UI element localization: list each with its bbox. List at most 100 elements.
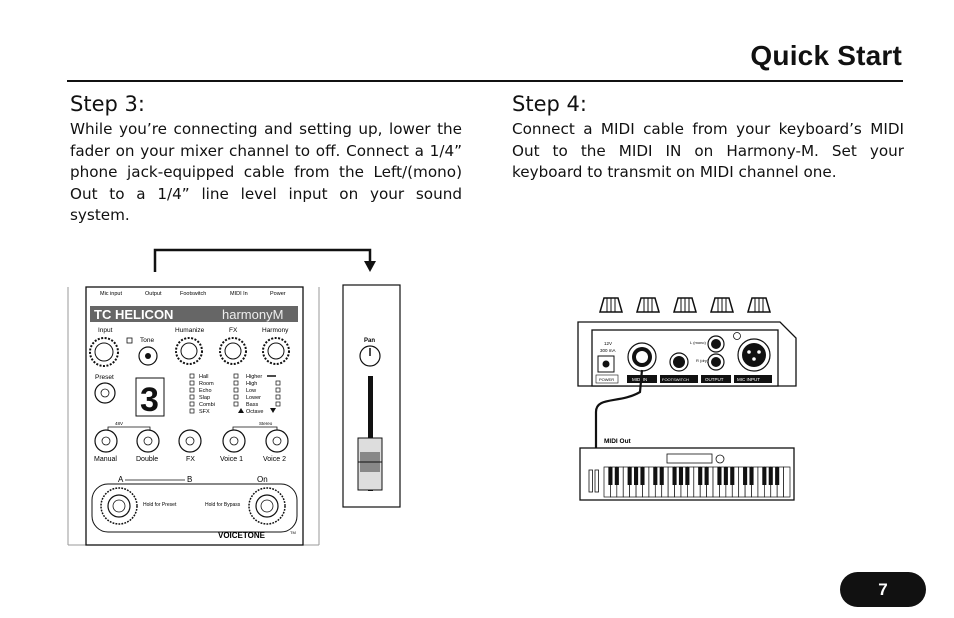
page-title: Quick Start: [750, 40, 902, 71]
black-key: [640, 467, 645, 485]
page-number-badge: 7: [840, 572, 926, 607]
pan-label: Pan: [364, 338, 375, 344]
button-label: Double: [136, 456, 158, 463]
black-key: [634, 467, 639, 485]
footswitch-b-label: B: [187, 475, 192, 484]
voice2-button: [265, 429, 289, 453]
model-logo: harmonyM: [222, 307, 283, 322]
jack-label: R (dry): [696, 358, 709, 363]
midi-out-label: MIDI Out: [604, 438, 632, 445]
panel-label: OUTPUT: [705, 377, 724, 382]
power-spec: 300 mA: [600, 348, 616, 353]
black-key: [775, 467, 780, 485]
knob-label: Harmony: [262, 327, 289, 334]
step3-body: While you’re connecting and setting up, …: [70, 120, 462, 224]
fx-button: [178, 429, 202, 453]
svg-text:Echo: Echo: [199, 388, 212, 394]
connector-label: Output: [145, 291, 162, 297]
manual-button: [94, 429, 118, 453]
keyboard-keys: [603, 466, 791, 498]
black-key: [672, 467, 677, 485]
black-key: [743, 467, 748, 485]
harmony-m-rear: 12V 300 mA L (mono) R (dry) POWER MIDI I…: [577, 297, 797, 387]
panel-label: FOOTSWITCH: [662, 377, 689, 382]
footswitch-panel: [91, 483, 298, 533]
footswitch-on-label: On: [257, 475, 268, 484]
white-key: [783, 466, 791, 498]
svg-text:Low: Low: [246, 388, 256, 394]
knob-label: Tone: [140, 337, 154, 344]
midi-cable: [594, 369, 644, 448]
title-rule: [67, 80, 903, 82]
hold-bypass-label: Hold for Bypass: [205, 502, 241, 508]
black-key: [653, 467, 658, 485]
svg-text:High: High: [246, 381, 257, 387]
black-key: [608, 467, 613, 485]
mixer-channel: Pan: [342, 284, 401, 508]
knob-label: Input: [98, 327, 113, 334]
keyboard-display: [666, 453, 713, 464]
voicetone-logo: VOICETONE: [218, 531, 266, 540]
midi-keyboard: MIDI Out: [579, 438, 795, 501]
footswitch-a-label: A: [118, 475, 124, 484]
button-label: Voice 1: [220, 456, 243, 463]
harmony-list: Higher High Low Lower Bass Octave: [233, 373, 281, 415]
svg-text:Hall: Hall: [199, 374, 208, 380]
panel-label: MIDI IN: [632, 377, 647, 382]
double-button: [136, 429, 160, 453]
black-key: [723, 467, 728, 485]
jack-label: L (mono): [690, 340, 707, 345]
preset-label: Preset: [95, 374, 114, 381]
preset-digit: 3: [140, 381, 159, 419]
black-key: [698, 467, 703, 485]
black-key: [730, 467, 735, 485]
power-spec: 12V: [604, 341, 612, 346]
black-key: [685, 467, 690, 485]
connector-label: Mic input: [100, 291, 122, 297]
svg-text:Room: Room: [199, 381, 214, 387]
connector-label: Power: [270, 291, 286, 297]
svg-text:Higher: Higher: [246, 374, 262, 380]
stereo-label: Stereo: [259, 421, 273, 426]
black-key: [678, 467, 684, 485]
knob-label: Humanize: [175, 327, 205, 334]
connector-label: Footswitch: [180, 291, 206, 297]
black-key: [614, 467, 619, 485]
panel-label: POWER: [599, 377, 614, 382]
button-label: Manual: [94, 456, 117, 463]
preset-display: [135, 377, 165, 417]
svg-text:Combi: Combi: [199, 402, 215, 408]
svg-text:Slap: Slap: [199, 395, 210, 401]
brand-logo: TC HELICON: [94, 307, 173, 322]
hold-preset-label: Hold for Preset: [143, 502, 177, 508]
black-key: [768, 467, 773, 485]
cable-arrow: [364, 261, 376, 272]
black-key: [717, 467, 722, 485]
black-key: [659, 467, 664, 485]
svg-text:Octave: Octave: [246, 409, 263, 415]
fx-list: Hall Room Echo Slap Combi SFX: [189, 373, 215, 415]
brand-bar: [90, 306, 298, 322]
audio-cable: [153, 248, 372, 272]
knob-label: FX: [229, 327, 238, 334]
trademark: TM: [290, 530, 296, 535]
svg-text:Lower: Lower: [246, 395, 261, 401]
button-label: Voice 2: [263, 456, 286, 463]
svg-text:Bass: Bass: [246, 402, 258, 408]
black-key: [762, 467, 767, 485]
voice1-button: [222, 429, 246, 453]
svg-text:SFX: SFX: [199, 409, 210, 415]
black-key: [627, 467, 632, 485]
fader-track: [368, 376, 373, 491]
black-key: [749, 467, 754, 485]
preset-button: [94, 382, 116, 404]
button-label: FX: [186, 456, 195, 463]
connector-label: MIDI In: [230, 291, 248, 297]
black-key: [704, 467, 709, 485]
step3-heading: Step 3:: [70, 92, 145, 116]
harmony-m-pedal: Mic input Output Footswitch MIDI In Powe…: [67, 286, 320, 546]
phantom-label: 48V: [115, 421, 123, 426]
step4-body: Connect a MIDI cable from your keyboard’…: [512, 120, 904, 181]
